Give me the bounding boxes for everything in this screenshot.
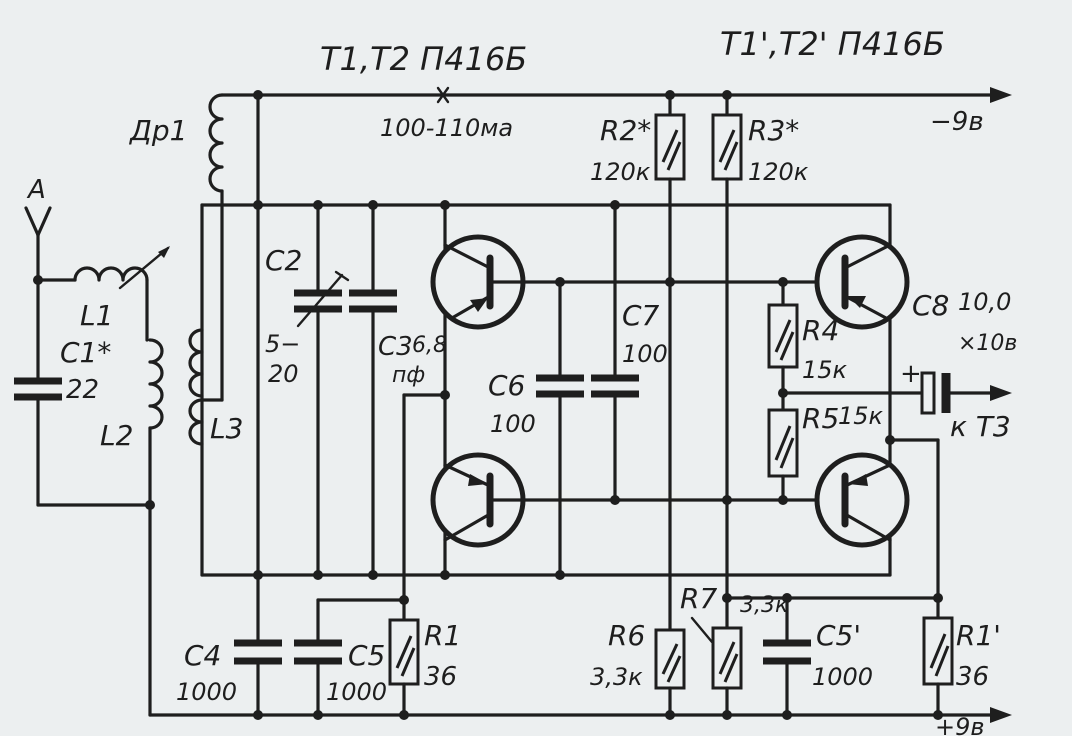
label-c7-value: 100: [622, 340, 668, 368]
label-c3-unit: пф: [392, 363, 425, 388]
label-r4-value: 15к: [802, 356, 848, 384]
label-c5-value: 1000: [326, 678, 387, 706]
capacitor-c3: [349, 200, 397, 580]
label-c3: C3: [378, 332, 413, 362]
label-c8-plus: +: [900, 359, 922, 389]
label-c5-prime-value: 1000: [812, 663, 873, 691]
labels: T1,T2 П416Б T1',T2' П416Б 100-110ма −9в …: [26, 25, 1017, 736]
choke-dr1: [208, 93, 224, 193]
label-c4-value: 1000: [176, 678, 237, 706]
resistor-r1-prime: [922, 438, 954, 720]
capacitor-c8-electrolytic: [781, 371, 1012, 415]
label-r2-value: 120к: [590, 158, 651, 186]
label-c2-value-top: 5−: [265, 330, 300, 358]
label-c3-value: 6,8: [412, 333, 447, 358]
label-minus-supply: −9в: [930, 107, 984, 137]
label-plus-supply: +9в: [935, 713, 985, 736]
label-c4: C4: [184, 639, 221, 672]
capacitor-c2-variable: [294, 200, 350, 580]
positive-supply-rail: [148, 707, 1012, 723]
label-r5: R5: [802, 402, 839, 435]
label-c7: C7: [622, 299, 660, 332]
label-c5-prime: C5': [816, 619, 861, 652]
label-antenna: А: [26, 175, 46, 205]
label-r6-value: 3,3к: [590, 663, 643, 691]
label-r1-prime-value: 36: [956, 662, 989, 692]
label-dr1: Др1: [128, 114, 187, 147]
current-measure-mark: [436, 86, 450, 104]
capacitor-c6: [536, 277, 584, 580]
label-r2: R2*: [600, 114, 651, 147]
resistor-r1: [388, 390, 450, 720]
label-r6: R6: [608, 619, 645, 652]
label-r7: R7: [680, 582, 717, 615]
label-t1-t2: T1,T2 П416Б: [320, 40, 527, 78]
label-c6-value: 100: [490, 410, 536, 438]
label-c8-value: 10,0: [958, 288, 1011, 316]
antenna-symbol: [24, 206, 52, 282]
label-l3: L3: [210, 412, 243, 445]
resistor-r2: [654, 90, 686, 632]
capacitor-c7: [591, 200, 639, 505]
negative-supply-rail: [220, 87, 1012, 103]
label-t1p-t2p: T1',T2' П416Б: [720, 25, 945, 63]
l1-tuning-arrow: [118, 246, 170, 290]
resistor-r3: [711, 90, 743, 630]
label-current: 100-110ма: [380, 114, 513, 142]
resistor-r5: [767, 408, 799, 505]
capacitor-c4: [234, 639, 282, 720]
transistor-t1: [430, 234, 562, 330]
resistor-r7: [690, 593, 743, 720]
resistor-r4: [767, 277, 799, 412]
capacitor-c5-prime: [763, 593, 811, 720]
label-c2: C2: [265, 244, 302, 277]
label-c6: C6: [488, 369, 525, 402]
label-r1-value: 36: [424, 662, 457, 692]
label-r4: R4: [802, 314, 839, 347]
label-c1: C1*: [60, 336, 111, 369]
label-c8: C8: [912, 289, 949, 322]
label-l2: L2: [100, 419, 133, 452]
resistor-r6: [654, 628, 686, 720]
label-r3: R3*: [748, 114, 799, 147]
inductor-l2: [148, 338, 164, 430]
inductor-l1: [73, 266, 149, 282]
transistor-t1-prime: [814, 234, 910, 330]
label-r5-value: 15к: [838, 402, 884, 430]
label-r1: R1: [424, 619, 461, 652]
capacitor-c1: [14, 278, 62, 507]
label-to-t3: к Т3: [950, 410, 1011, 443]
capacitor-c5: [294, 598, 406, 720]
transistor-t2: [430, 452, 622, 548]
label-r1-prime: R1': [956, 619, 1001, 652]
label-r7-value: 3,3к: [740, 593, 789, 618]
inductor-l3: [188, 328, 204, 446]
label-r3-value: 120к: [748, 158, 809, 186]
label-l1: L1: [80, 299, 113, 332]
label-c2-value-bottom: 20: [268, 360, 299, 388]
transistor-t2-prime: [814, 452, 910, 548]
label-c8-voltage: ×10в: [958, 331, 1017, 356]
label-c1-value: 22: [66, 375, 99, 405]
label-c5: C5: [348, 639, 385, 672]
